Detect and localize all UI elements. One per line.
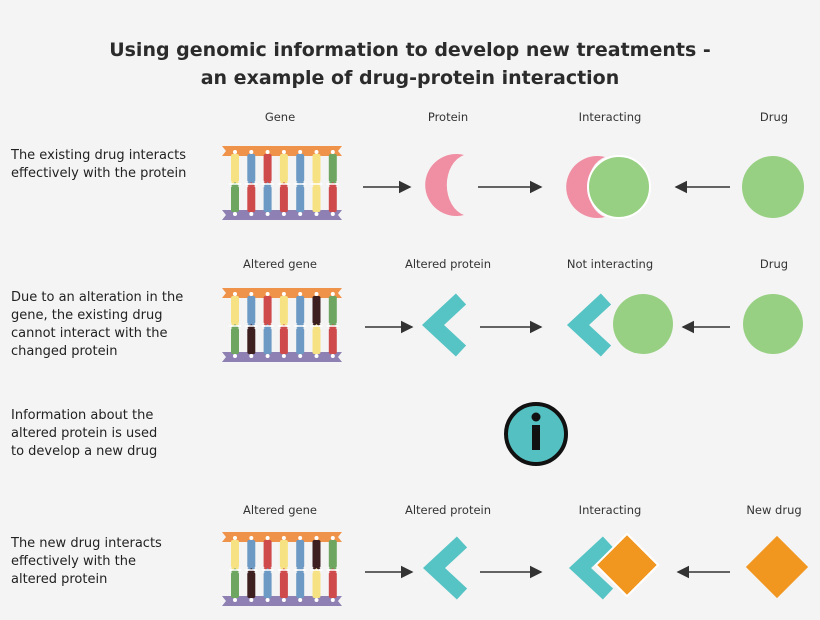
label-altered-protein: Altered protein: [404, 257, 492, 271]
row-4-description: The new drug interacts effectively with …: [11, 535, 211, 589]
label-altered-gene: Altered gene: [243, 503, 317, 517]
protein-crescent: [566, 156, 605, 218]
label-not-interacting: Not interacting: [566, 257, 654, 271]
row-2-description: Due to an alteration in the gene, the ex…: [11, 289, 211, 361]
row-1-desc-line: effectively with the protein: [11, 166, 187, 181]
altered-protein-chevron: [568, 536, 614, 600]
drug-circle: [613, 294, 673, 354]
row-4-desc-line: effectively with the: [11, 554, 136, 569]
drug-circle: [742, 156, 804, 218]
drug-circle: [587, 155, 651, 219]
altered-protein-chevron: [566, 293, 612, 357]
label-altered-gene: Altered gene: [243, 257, 317, 271]
row-4-desc-line: altered protein: [11, 572, 108, 587]
row-2-desc-line: cannot interact with the: [11, 326, 168, 341]
diagram-title: Using genomic information to develop new…: [0, 36, 820, 92]
row-3-desc-line: altered protein is used: [11, 426, 158, 441]
row-3-description: Information about the altered protein is…: [11, 407, 211, 461]
label-interacting: Interacting: [578, 110, 642, 124]
title-line-1: Using genomic information to develop new…: [109, 39, 711, 61]
new-drug-diamond: [745, 535, 809, 599]
altered-gene-dna-icon: [222, 288, 342, 362]
new-drug-diamond: [594, 532, 660, 598]
row-2-desc-line: changed protein: [11, 344, 118, 359]
label-interacting: Interacting: [578, 503, 642, 517]
row-2-desc-line: Due to an alteration in the: [11, 290, 184, 305]
altered-protein-chevron: [421, 293, 467, 357]
protein-crescent: [425, 153, 464, 216]
altered-gene-dna-icon: [222, 532, 342, 606]
title-line-2: an example of drug-protein interaction: [200, 67, 620, 89]
label-drug: Drug: [759, 110, 789, 124]
row-1-desc-line: The existing drug interacts: [11, 148, 186, 163]
altered-protein-chevron: [422, 536, 468, 600]
gene-dna-icon: [222, 146, 342, 220]
row-4-desc-line: The new drug interacts: [11, 536, 162, 551]
row-3-desc-line: Information about the: [11, 408, 154, 423]
label-altered-protein: Altered protein: [404, 503, 492, 517]
drug-circle: [743, 294, 803, 354]
label-gene: Gene: [264, 110, 296, 124]
row-1-description: The existing drug interacts effectively …: [11, 147, 211, 183]
label-protein: Protein: [427, 110, 469, 124]
label-drug: Drug: [759, 257, 789, 271]
info-icon: [504, 402, 568, 466]
row-2-desc-line: gene, the existing drug: [11, 308, 163, 323]
row-3-desc-line: to develop a new drug: [11, 444, 158, 459]
label-new-drug: New drug: [746, 503, 802, 517]
